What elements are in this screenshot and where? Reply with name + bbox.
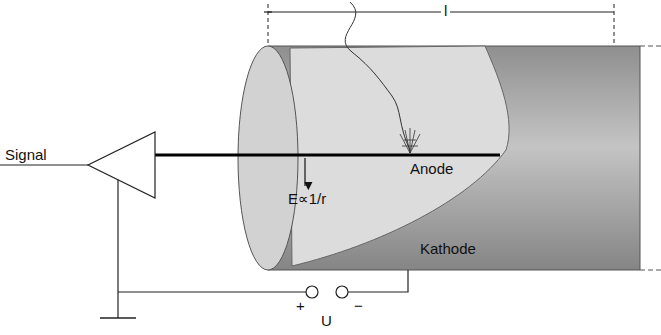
- amplifier-symbol: [88, 132, 155, 198]
- supply-circuit: [118, 180, 408, 318]
- avalanche-spark: [400, 128, 420, 153]
- field-arrow: [304, 158, 305, 186]
- polarity-minus: −: [354, 297, 363, 314]
- cylinder-end-face: [238, 46, 298, 270]
- particle-track: [345, 2, 410, 150]
- voltage-label: U: [321, 312, 332, 329]
- signal-wire: [0, 164, 88, 165]
- length-label: l: [441, 2, 450, 19]
- anode-label: Anode: [410, 160, 453, 177]
- length-dimension: [264, 4, 614, 44]
- ground-symbol: [100, 317, 136, 318]
- cathode-cylinder: [268, 46, 640, 270]
- polarity-plus: +: [296, 297, 305, 314]
- anode-wire: [155, 154, 500, 157]
- continuation-dashes: [640, 46, 661, 270]
- signal-label: Signal: [5, 146, 47, 163]
- field-label: E∝1/r: [288, 190, 326, 207]
- cathode-label: Kathode: [420, 240, 476, 257]
